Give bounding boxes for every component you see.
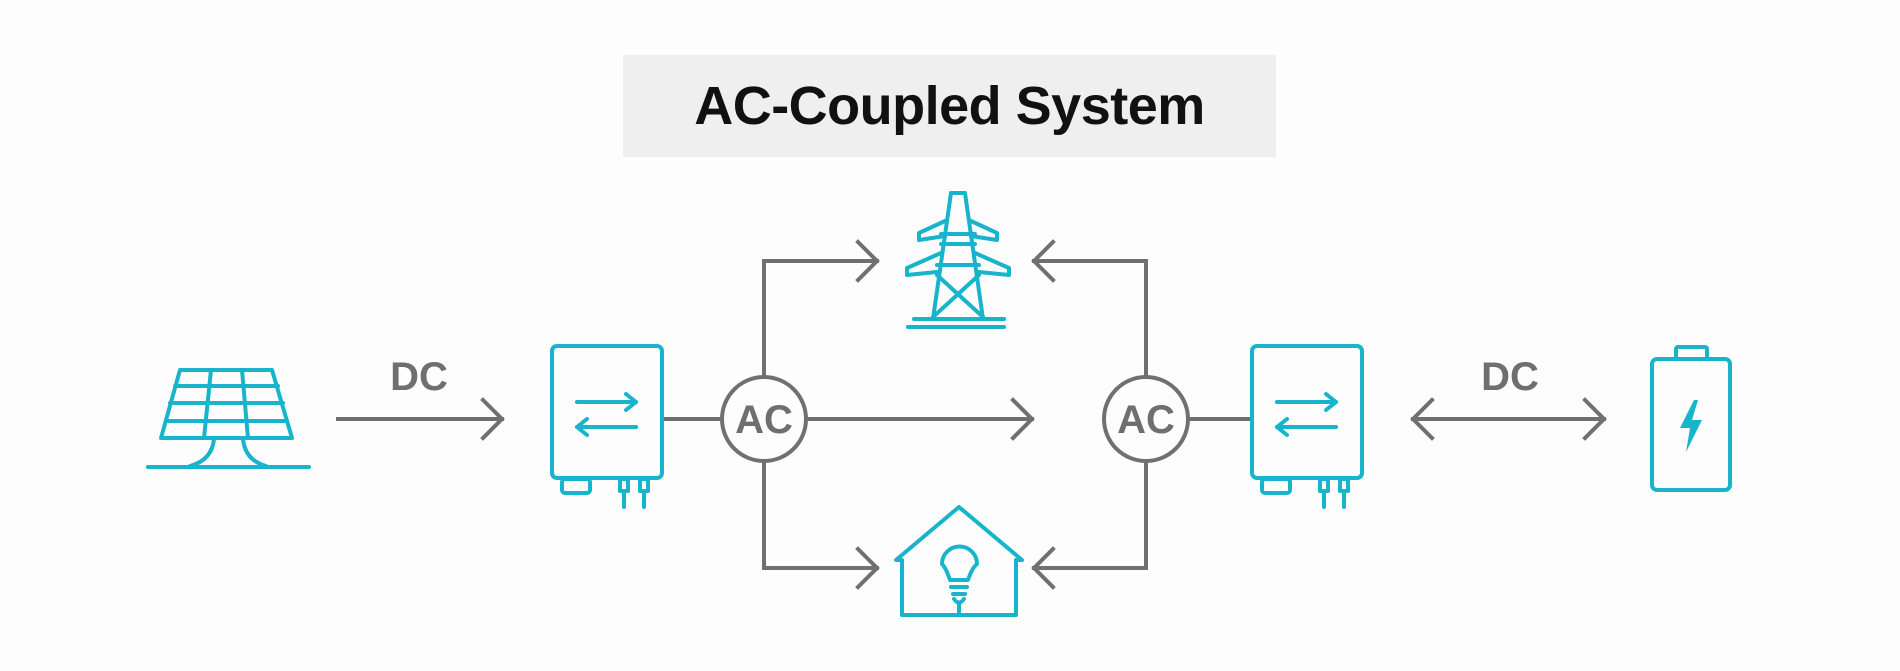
- house-lightbulb-icon: [894, 505, 1024, 617]
- solar-panel-icon: [146, 368, 311, 469]
- battery-icon: [1650, 345, 1732, 492]
- ac-arrow-right-to-grid: [1031, 239, 1148, 377]
- power-tower-icon: [905, 191, 1011, 329]
- ac-junction-right: AC: [1102, 375, 1190, 463]
- battery-inverter-icon: [1250, 344, 1364, 509]
- pv-inverter-icon: [550, 344, 664, 509]
- dc-label-right: DC: [1481, 355, 1539, 399]
- ac-arrow-right-to-home: [1031, 461, 1148, 590]
- ac-label-left: AC: [735, 398, 793, 442]
- ac-label-right: AC: [1117, 398, 1175, 442]
- diagram-title: AC-Coupled System: [694, 76, 1205, 136]
- dc-label-left: DC: [390, 355, 448, 399]
- ac-junction-left: AC: [720, 375, 808, 463]
- ac-arrow-left-to-home: [762, 461, 880, 590]
- ac-arrow-center: [805, 397, 1035, 441]
- ac-arrow-left-to-grid: [762, 239, 880, 377]
- dc-arrow-solar-to-inverter: [336, 397, 505, 441]
- title-box: AC-Coupled System: [623, 55, 1276, 157]
- dc-arrow-inverter-battery: [1410, 397, 1607, 441]
- lightning-bolt-icon: [1680, 400, 1702, 452]
